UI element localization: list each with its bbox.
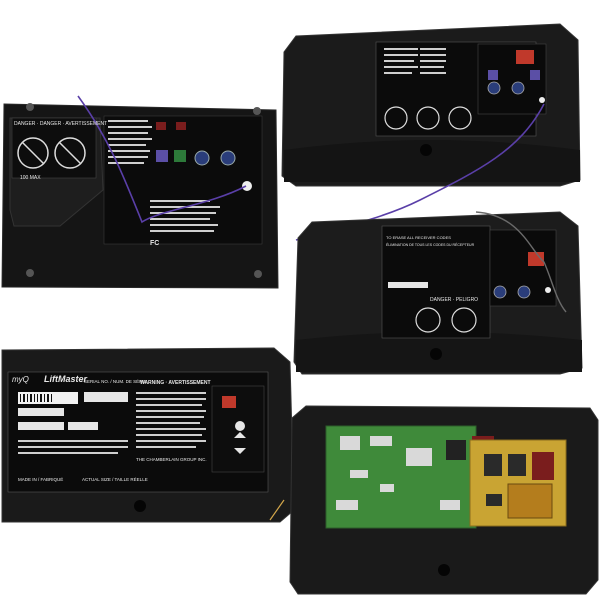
liftmaster-warning-title: WARNING · AVERTISSEMENT (140, 380, 211, 386)
liftmaster-serial-title: SERIAL NO. / NUM. DE SÉRIE (84, 379, 147, 384)
flat-back-plate (1, 95, 279, 289)
mid-cover-danger: DANGER · PELIGRO (430, 297, 479, 303)
mid-cover-erase-fr: ÉLIMINATION DE TOUS LES CODES DU RÉCEPTE… (386, 243, 475, 247)
flat-plate-fcc: FC (150, 240, 160, 247)
cover-circuit-board (289, 405, 599, 595)
liftmaster-myq: myQ (12, 375, 29, 384)
mid-cover-erase-text: TO ERASE ALL RECEIVER CODES (386, 235, 451, 240)
liftmaster-brand: LiftMaster (44, 374, 88, 384)
cover-mid-right (293, 211, 583, 375)
liftmaster-footer-left: MADE IN / FABRIQUÉ (18, 477, 64, 482)
flat-plate-warning-header: DANGER · DANGER · AVERTISSEMENT (14, 121, 108, 127)
cover-liftmaster-label (1, 347, 295, 523)
liftmaster-footer-mid: ACTUAL SIZE / TAILLE RÉELLE (82, 477, 148, 482)
flat-plate-bulb-caption: 100 MAX (20, 175, 41, 181)
cover-top-right (281, 23, 581, 241)
liftmaster-company: THE CHAMBERLAIN GROUP INC. (136, 457, 207, 462)
